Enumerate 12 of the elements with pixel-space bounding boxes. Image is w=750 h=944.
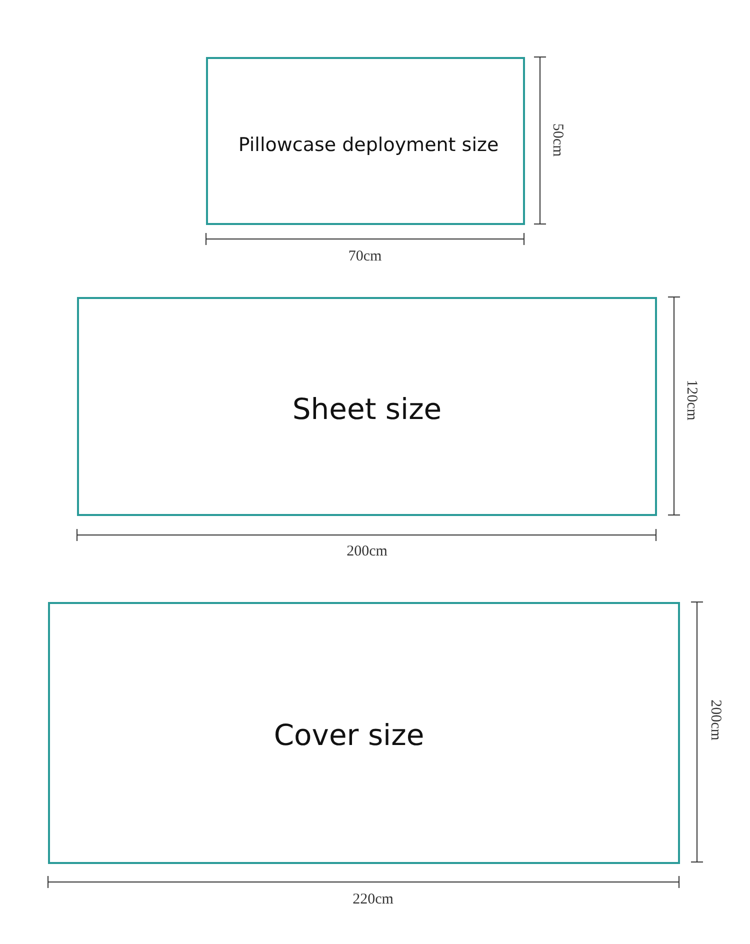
dimension-label: 70cm xyxy=(348,248,382,266)
size-rectangle xyxy=(77,297,657,516)
dimension-label: 200cm xyxy=(706,700,724,740)
size-label: Pillowcase deployment size xyxy=(238,134,499,156)
dimension-label: 200cm xyxy=(346,544,388,560)
size-label: Sheet size xyxy=(292,392,442,426)
size-rectangle xyxy=(48,602,680,864)
size-label: Cover size xyxy=(274,718,424,752)
dimension-label: 220cm xyxy=(352,892,394,908)
dimension-label: 50cm xyxy=(548,123,566,157)
dimension-label: 120cm xyxy=(682,380,700,420)
size-rectangle xyxy=(206,57,525,225)
